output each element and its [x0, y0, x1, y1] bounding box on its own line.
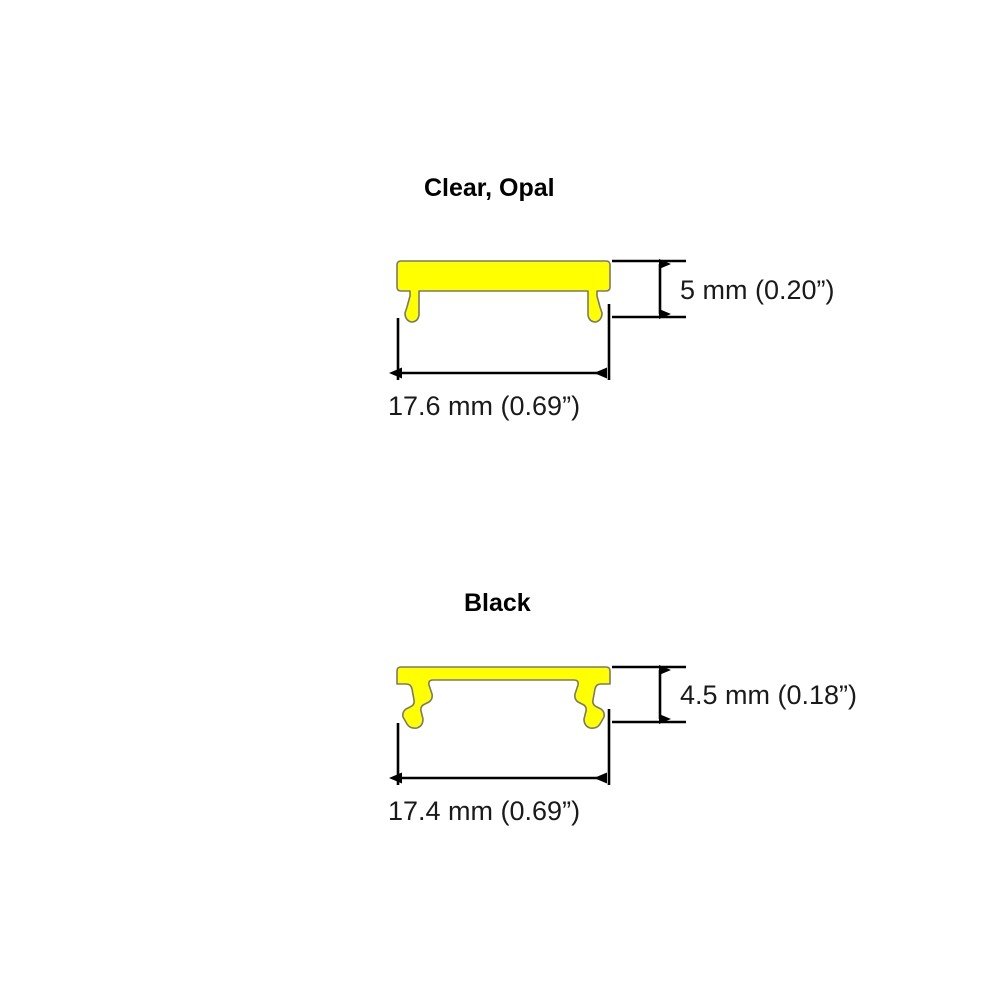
height-dimension-label-black: 4.5 mm (0.18”): [680, 680, 857, 710]
figure-black: Black 4.5 mm (0.18”) 17.4 mm (0.69”): [388, 589, 857, 826]
height-dimension-label-clear-opal: 5 mm (0.20”): [680, 275, 835, 305]
figure-clear-opal: Clear, Opal 5 mm (0.20”) 17.6 mm (0.69”): [388, 174, 835, 421]
profile-cross-section-clear-opal: [396, 260, 611, 323]
width-dimension-label-clear-opal: 17.6 mm (0.69”): [388, 391, 580, 421]
figure-title-clear-opal: Clear, Opal: [424, 174, 555, 202]
profile-cross-section-black: [396, 666, 611, 729]
figure-title-black: Black: [464, 589, 531, 617]
width-dimension-label-black: 17.4 mm (0.69”): [388, 796, 580, 826]
